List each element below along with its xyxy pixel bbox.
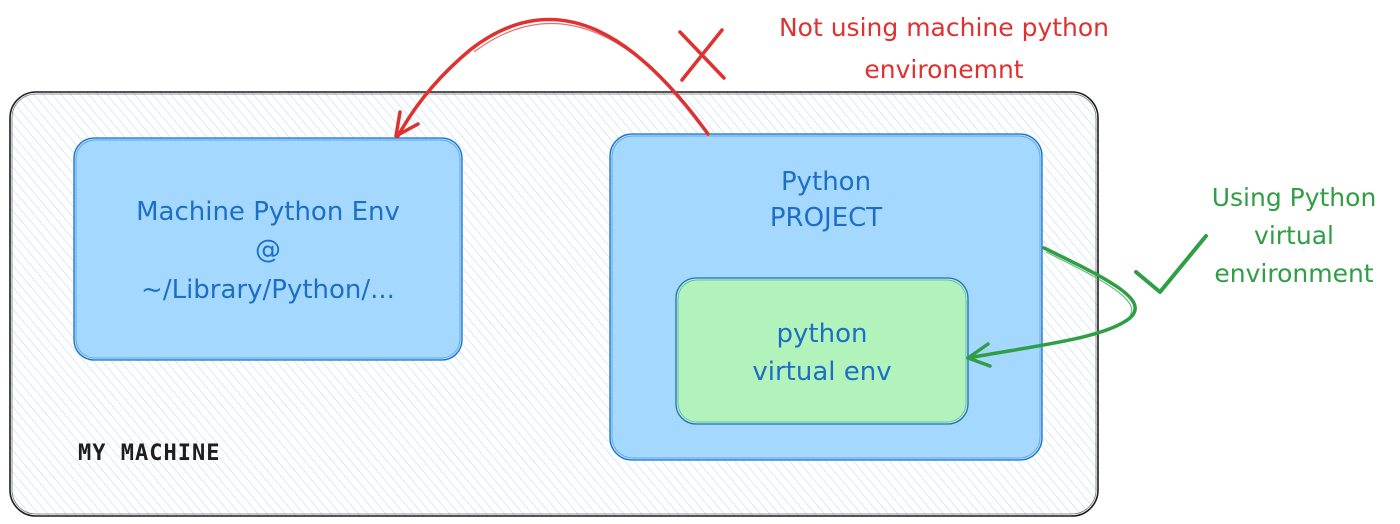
- machine-python-env-box: [73, 137, 463, 361]
- using-note-line1: Using Python: [1212, 183, 1377, 212]
- machine-env-label-line2: @: [255, 235, 281, 265]
- project-label-line2: PROJECT: [770, 203, 882, 233]
- green-arrow: [966, 246, 1137, 368]
- venv-label-line2: virtual env: [752, 357, 891, 387]
- machine-env-label-line1: Machine Python Env: [136, 197, 400, 227]
- using-note-line2: virtual: [1254, 221, 1334, 250]
- using-note-line3: environment: [1214, 259, 1373, 288]
- machine-env-label-line3: ~/Library/Python/...: [141, 275, 395, 305]
- red-arrow: [394, 17, 710, 138]
- not-using-note-line1: Not using machine python: [779, 13, 1109, 42]
- not-using-note-line2: environemnt: [864, 55, 1023, 84]
- red-cross-icon: [678, 28, 726, 82]
- project-label-line1: Python: [781, 167, 871, 197]
- green-check-icon: [1134, 234, 1208, 294]
- venv-label-line1: python: [777, 319, 868, 349]
- virtual-env-box: [675, 277, 969, 425]
- machine-label: MY MACHINE: [78, 441, 220, 466]
